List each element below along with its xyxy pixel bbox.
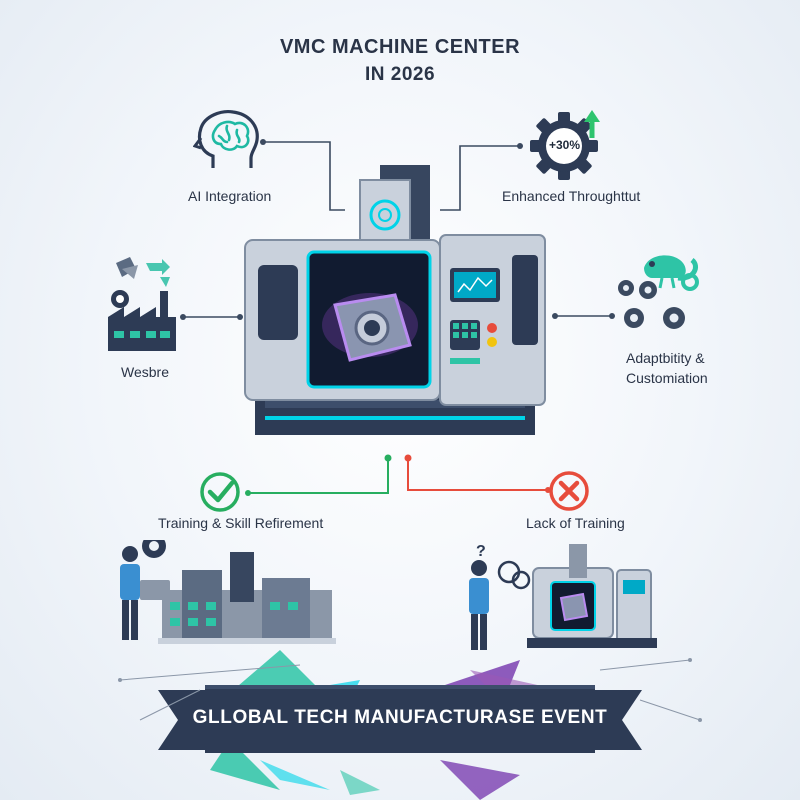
connector-ai <box>263 141 345 211</box>
training-factory-illustration <box>120 540 336 644</box>
page-title: VMC MACHINE CENTER <box>279 36 521 58</box>
ai-integration-label: AI Integration <box>188 188 272 204</box>
waste-label: Wesbre <box>121 364 169 380</box>
enhanced-throughput-label: Enhanced Throughttut <box>502 188 641 204</box>
banner-title: GLLOBAL TECH MANUFACTURASE EVENT <box>192 707 608 728</box>
checkmark-icon <box>200 472 240 512</box>
chameleon-gears-icon <box>618 255 699 329</box>
page-subtitle: IN 2026 <box>364 64 436 85</box>
banner-background <box>118 650 702 800</box>
connector-lack <box>407 458 548 491</box>
throughput-badge: +30% <box>549 138 581 152</box>
brain-head-icon <box>193 110 259 168</box>
x-mark-icon <box>549 471 589 511</box>
connector-throughput-dot <box>517 143 523 149</box>
connector-throughput <box>440 145 520 211</box>
factory-waste-icon <box>108 257 176 351</box>
gear-growth-icon <box>530 110 600 180</box>
training-label: Training & Skill Refirement <box>158 515 324 531</box>
adaptability-label-line2: Customiation <box>626 370 708 386</box>
lack-of-training-label: Lack of Training <box>526 515 625 531</box>
connector-ai-dot <box>260 139 266 145</box>
connector-training <box>248 458 389 494</box>
vmc-machine-illustration <box>244 165 546 435</box>
question-mark: ? <box>476 543 486 560</box>
adaptability-label-line1: Adaptbitity & <box>626 350 705 366</box>
lack-of-training-illustration <box>469 544 657 650</box>
